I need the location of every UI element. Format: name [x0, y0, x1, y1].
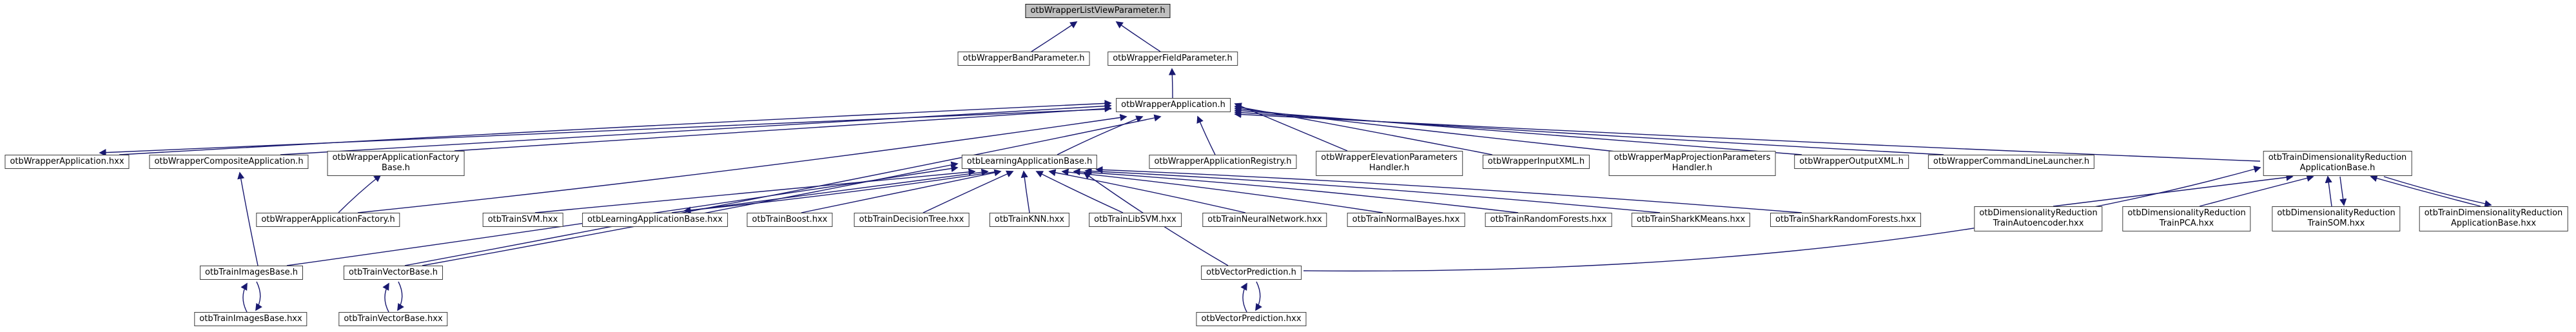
graph-node-randomForests[interactable]: otbTrainRandomForests.hxx [1485, 213, 1612, 228]
graph-node-trainDimAppBase[interactable]: otbTrainDimensionalityReduction Applicat… [2263, 151, 2412, 176]
edge-knn-learnBase [1020, 170, 1030, 213]
graph-node-factoryBase[interactable]: otbWrapperApplicationFactory Base.h [327, 151, 465, 176]
graph-node-boost[interactable]: otbTrainBoost.hxx [746, 213, 833, 228]
edge-neuralNetwork-learnBase [1048, 169, 1246, 213]
edge-vectorPredictionHxx-vectorPrediction [1240, 282, 1247, 313]
graph-node-composite[interactable]: otbWrapperCompositeApplication.h [149, 155, 309, 170]
edge-autoencoder-trainDimAppBase [2053, 173, 2294, 207]
edge-field-listview [1115, 21, 1161, 52]
edge-boost-learnBase [801, 169, 1002, 213]
edge-normalBayes-learnBase [1061, 168, 1383, 213]
edge-trainDimAppBase-som [2339, 176, 2347, 206]
edge-trainVectorBase-trainVectorBaseHxx [397, 281, 404, 311]
edge-vectorPrediction-vectorPredictionHxx [1255, 281, 1262, 311]
edge-trainDimAppBase-trainDimAppBaseHxx [2383, 176, 2492, 208]
graph-node-som[interactable]: otbDimensionalityReduction TrainSOM.hxx [2272, 206, 2401, 231]
graph-node-pca[interactable]: otbDimensionalityReduction TrainPCA.hxx [2122, 206, 2251, 231]
edge-som-trainDimAppBase [2325, 175, 2332, 207]
graph-node-band[interactable]: otbWrapperBandParameter.h [957, 52, 1090, 66]
graph-node-vectorPrediction[interactable]: otbVectorPrediction.h [1201, 266, 1302, 280]
edge-composite-app [280, 102, 1112, 155]
graph-node-commandLine[interactable]: otbWrapperCommandLineLauncher.h [1927, 155, 2095, 170]
graph-node-appHxx[interactable]: otbWrapperApplication.hxx [5, 155, 130, 170]
graph-node-autoencoder[interactable]: otbDimensionalityReduction TrainAutoenco… [1974, 206, 2103, 231]
graph-node-trainDimAppBaseHxx[interactable]: otbTrainDimensionalityReduction Applicat… [2419, 206, 2568, 231]
edge-trainVectorBaseHxx-trainVectorBase [382, 282, 389, 313]
edge-randomForests-learnBase [1073, 168, 1519, 213]
edge-trainImagesBase-composite [237, 171, 259, 266]
graph-node-app[interactable]: otbWrapperApplication.h [1116, 98, 1231, 113]
edge-learnBase-learnHxx [683, 171, 999, 214]
edge-app-field [1168, 68, 1176, 99]
edge-vectorPrediction-trainDimAppBase [1303, 166, 2261, 272]
edge-factoryBase-app [454, 104, 1112, 151]
graph-node-libSVM[interactable]: otbTrainLibSVM.hxx [1089, 213, 1182, 228]
graph-node-listview[interactable]: otbWrapperListViewParameter.h [1025, 4, 1171, 19]
edge-trainSVM-learnBase [534, 168, 976, 213]
edge-factory-factoryBase [338, 174, 382, 213]
graph-node-trainSVM[interactable]: otbTrainSVM.hxx [482, 213, 563, 228]
graph-node-field[interactable]: otbWrapperFieldParameter.h [1107, 52, 1238, 66]
graph-node-decisionTree[interactable]: otbTrainDecisionTree.hxx [854, 213, 970, 228]
graph-node-sharkKMeans[interactable]: otbTrainSharkKMeans.hxx [1631, 213, 1751, 228]
edge-trainImagesBase-trainImagesBaseHxx [255, 281, 262, 311]
edge-elevation-app [1234, 103, 1348, 151]
graph-node-trainImagesBaseHxx[interactable]: otbTrainImagesBase.hxx [194, 312, 307, 327]
edge-sharkRandomForests-learnBase [1095, 166, 1802, 213]
graph-node-trainVectorBaseHxx[interactable]: otbTrainVectorBase.hxx [338, 312, 448, 327]
edge-registry-app [1196, 115, 1216, 155]
graph-node-trainImagesBase[interactable]: otbTrainImagesBase.h [199, 266, 304, 280]
edge-trainVectorBase-app [404, 114, 1162, 266]
graph-node-vectorPredictionHxx[interactable]: otbVectorPrediction.hxx [1196, 312, 1307, 327]
edge-learnBase-app [1057, 115, 1144, 155]
graph-node-trainVectorBase[interactable]: otbTrainVectorBase.h [344, 266, 443, 280]
edge-decisionTree-learnBase [922, 170, 1014, 213]
edge-pca-trainDimAppBase [2199, 174, 2314, 207]
edge-band-listview [1031, 21, 1078, 52]
edge-sharkKMeans-learnBase [1084, 167, 1661, 213]
graph-node-knn[interactable]: otbTrainKNN.hxx [989, 213, 1070, 228]
graph-node-outputXml[interactable]: otbWrapperOutputXML.h [1794, 155, 1909, 170]
graph-node-factory[interactable]: otbWrapperApplicationFactory.h [256, 213, 400, 228]
edge-appHxx-app [119, 99, 1112, 155]
edge-factory-app [357, 113, 1127, 213]
graph-node-neuralNetwork[interactable]: otbTrainNeuralNetwork.hxx [1202, 213, 1327, 228]
graph-node-mapProjection[interactable]: otbWrapperMapProjectionParameters Handle… [1608, 151, 1776, 176]
edge-trainImagesBaseHxx-trainImagesBase [240, 282, 248, 313]
graph-node-learnHxx[interactable]: otbLearningApplicationBase.hxx [582, 213, 728, 228]
graph-node-registry[interactable]: otbWrapperApplicationRegistry.h [1149, 155, 1297, 170]
edge-app-appHxx [99, 108, 1112, 157]
graph-node-elevation[interactable]: otbWrapperElevationParameters Handler.h [1316, 151, 1463, 176]
edge-trainDimAppBaseHxx-trainDimAppBase [2370, 175, 2481, 207]
edge-learnHxx-learnBase [671, 168, 989, 213]
graph-node-normalBayes[interactable]: otbTrainNormalBayes.hxx [1347, 213, 1465, 228]
edge-outputXml-app [1234, 107, 1802, 155]
graph-node-sharkRandomForests[interactable]: otbTrainSharkRandomForests.hxx [1770, 213, 1922, 228]
edge-trainDimAppBase-app [1234, 110, 2261, 162]
graph-node-inputXml[interactable]: otbWrapperInputXML.h [1482, 155, 1590, 170]
graph-node-learnBase[interactable]: otbLearningApplicationBase.h [961, 155, 1098, 170]
edge-libSVM-learnBase [1035, 171, 1124, 213]
edge-commandLine-app [1234, 109, 1944, 155]
